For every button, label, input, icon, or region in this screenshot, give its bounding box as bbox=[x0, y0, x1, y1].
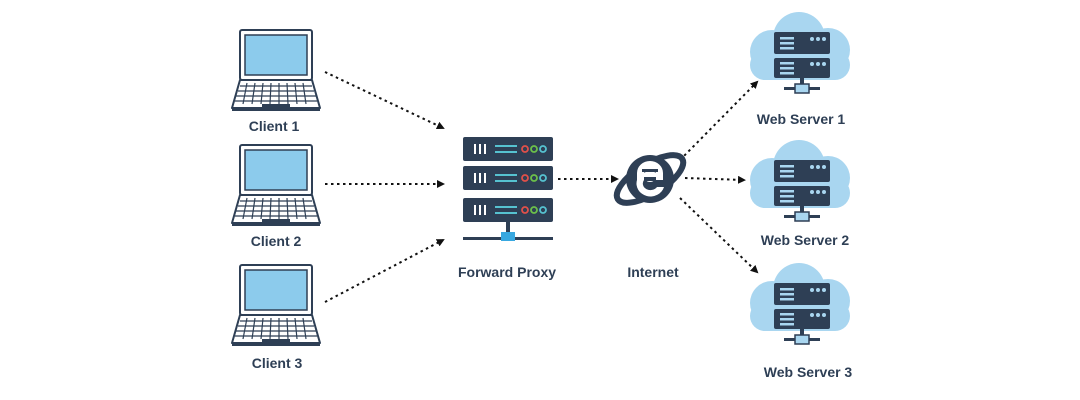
client-1-laptop-icon bbox=[231, 29, 321, 111]
web-server-1-cloud-icon bbox=[749, 11, 851, 94]
arrow-client1-to-proxy bbox=[324, 71, 445, 130]
arrow-internet-to-server3 bbox=[679, 197, 759, 274]
web-server-1-label: Web Server 1 bbox=[756, 111, 846, 127]
web-server-2-cloud-icon bbox=[749, 139, 851, 222]
client-1-label: Client 1 bbox=[248, 118, 300, 134]
internet-label: Internet bbox=[627, 264, 679, 280]
client-2-label: Client 2 bbox=[250, 233, 302, 249]
client-3-laptop-icon bbox=[231, 264, 321, 346]
arrow-client3-to-proxy bbox=[324, 239, 445, 303]
proxy-server-icon bbox=[462, 136, 554, 241]
web-server-3-label: Web Server 3 bbox=[763, 364, 853, 380]
forward-proxy-label: Forward Proxy bbox=[457, 264, 557, 280]
arrow-internet-to-server1 bbox=[679, 80, 759, 161]
internet-explorer-e-icon bbox=[613, 152, 687, 206]
web-server-2-label: Web Server 2 bbox=[760, 232, 850, 248]
web-server-3-cloud-icon bbox=[749, 262, 851, 345]
client-3-label: Client 3 bbox=[251, 355, 303, 371]
arrow-internet-to-server2 bbox=[684, 175, 746, 184]
client-2-laptop-icon bbox=[231, 144, 321, 226]
